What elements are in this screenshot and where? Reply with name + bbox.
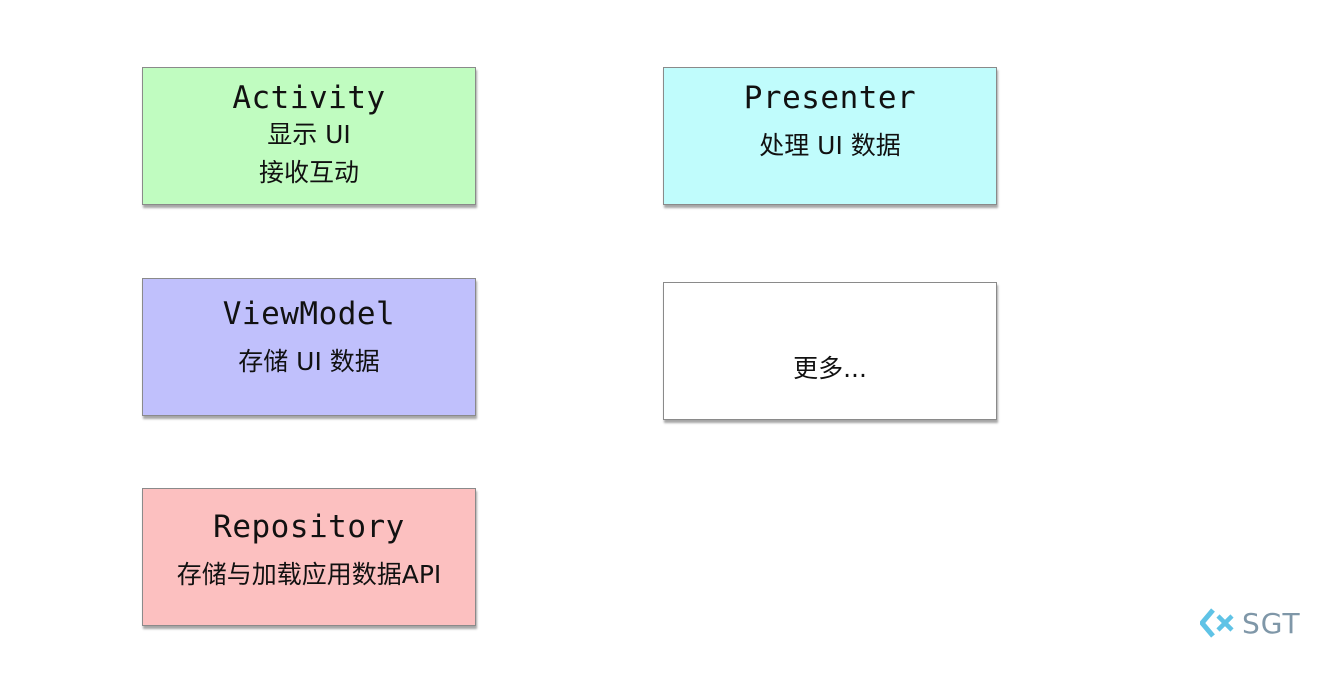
sgt-logo: SGT: [1200, 606, 1301, 640]
sgt-logo-icon: [1200, 607, 1238, 639]
activity-title: Activity: [232, 80, 386, 116]
more-box: 更多...: [663, 282, 997, 420]
viewmodel-title: ViewModel: [222, 296, 396, 332]
presenter-title: Presenter: [743, 80, 917, 116]
repository-title: Repository: [213, 509, 405, 545]
activity-line-1: 显示 UI: [267, 120, 351, 149]
repository-line-1: 存储与加载应用数据API: [176, 560, 442, 589]
activity-box: Activity 显示 UI 接收互动: [142, 67, 476, 205]
more-line-1: 更多...: [793, 354, 867, 383]
repository-box: Repository 存储与加载应用数据API: [142, 488, 476, 626]
activity-line-2: 接收互动: [258, 158, 359, 187]
presenter-box: Presenter 处理 UI 数据: [663, 67, 997, 205]
presenter-line-1: 处理 UI 数据: [759, 131, 901, 160]
sgt-logo-text: SGT: [1242, 606, 1301, 640]
viewmodel-line-1: 存储 UI 数据: [238, 347, 380, 376]
viewmodel-box: ViewModel 存储 UI 数据: [142, 278, 476, 416]
